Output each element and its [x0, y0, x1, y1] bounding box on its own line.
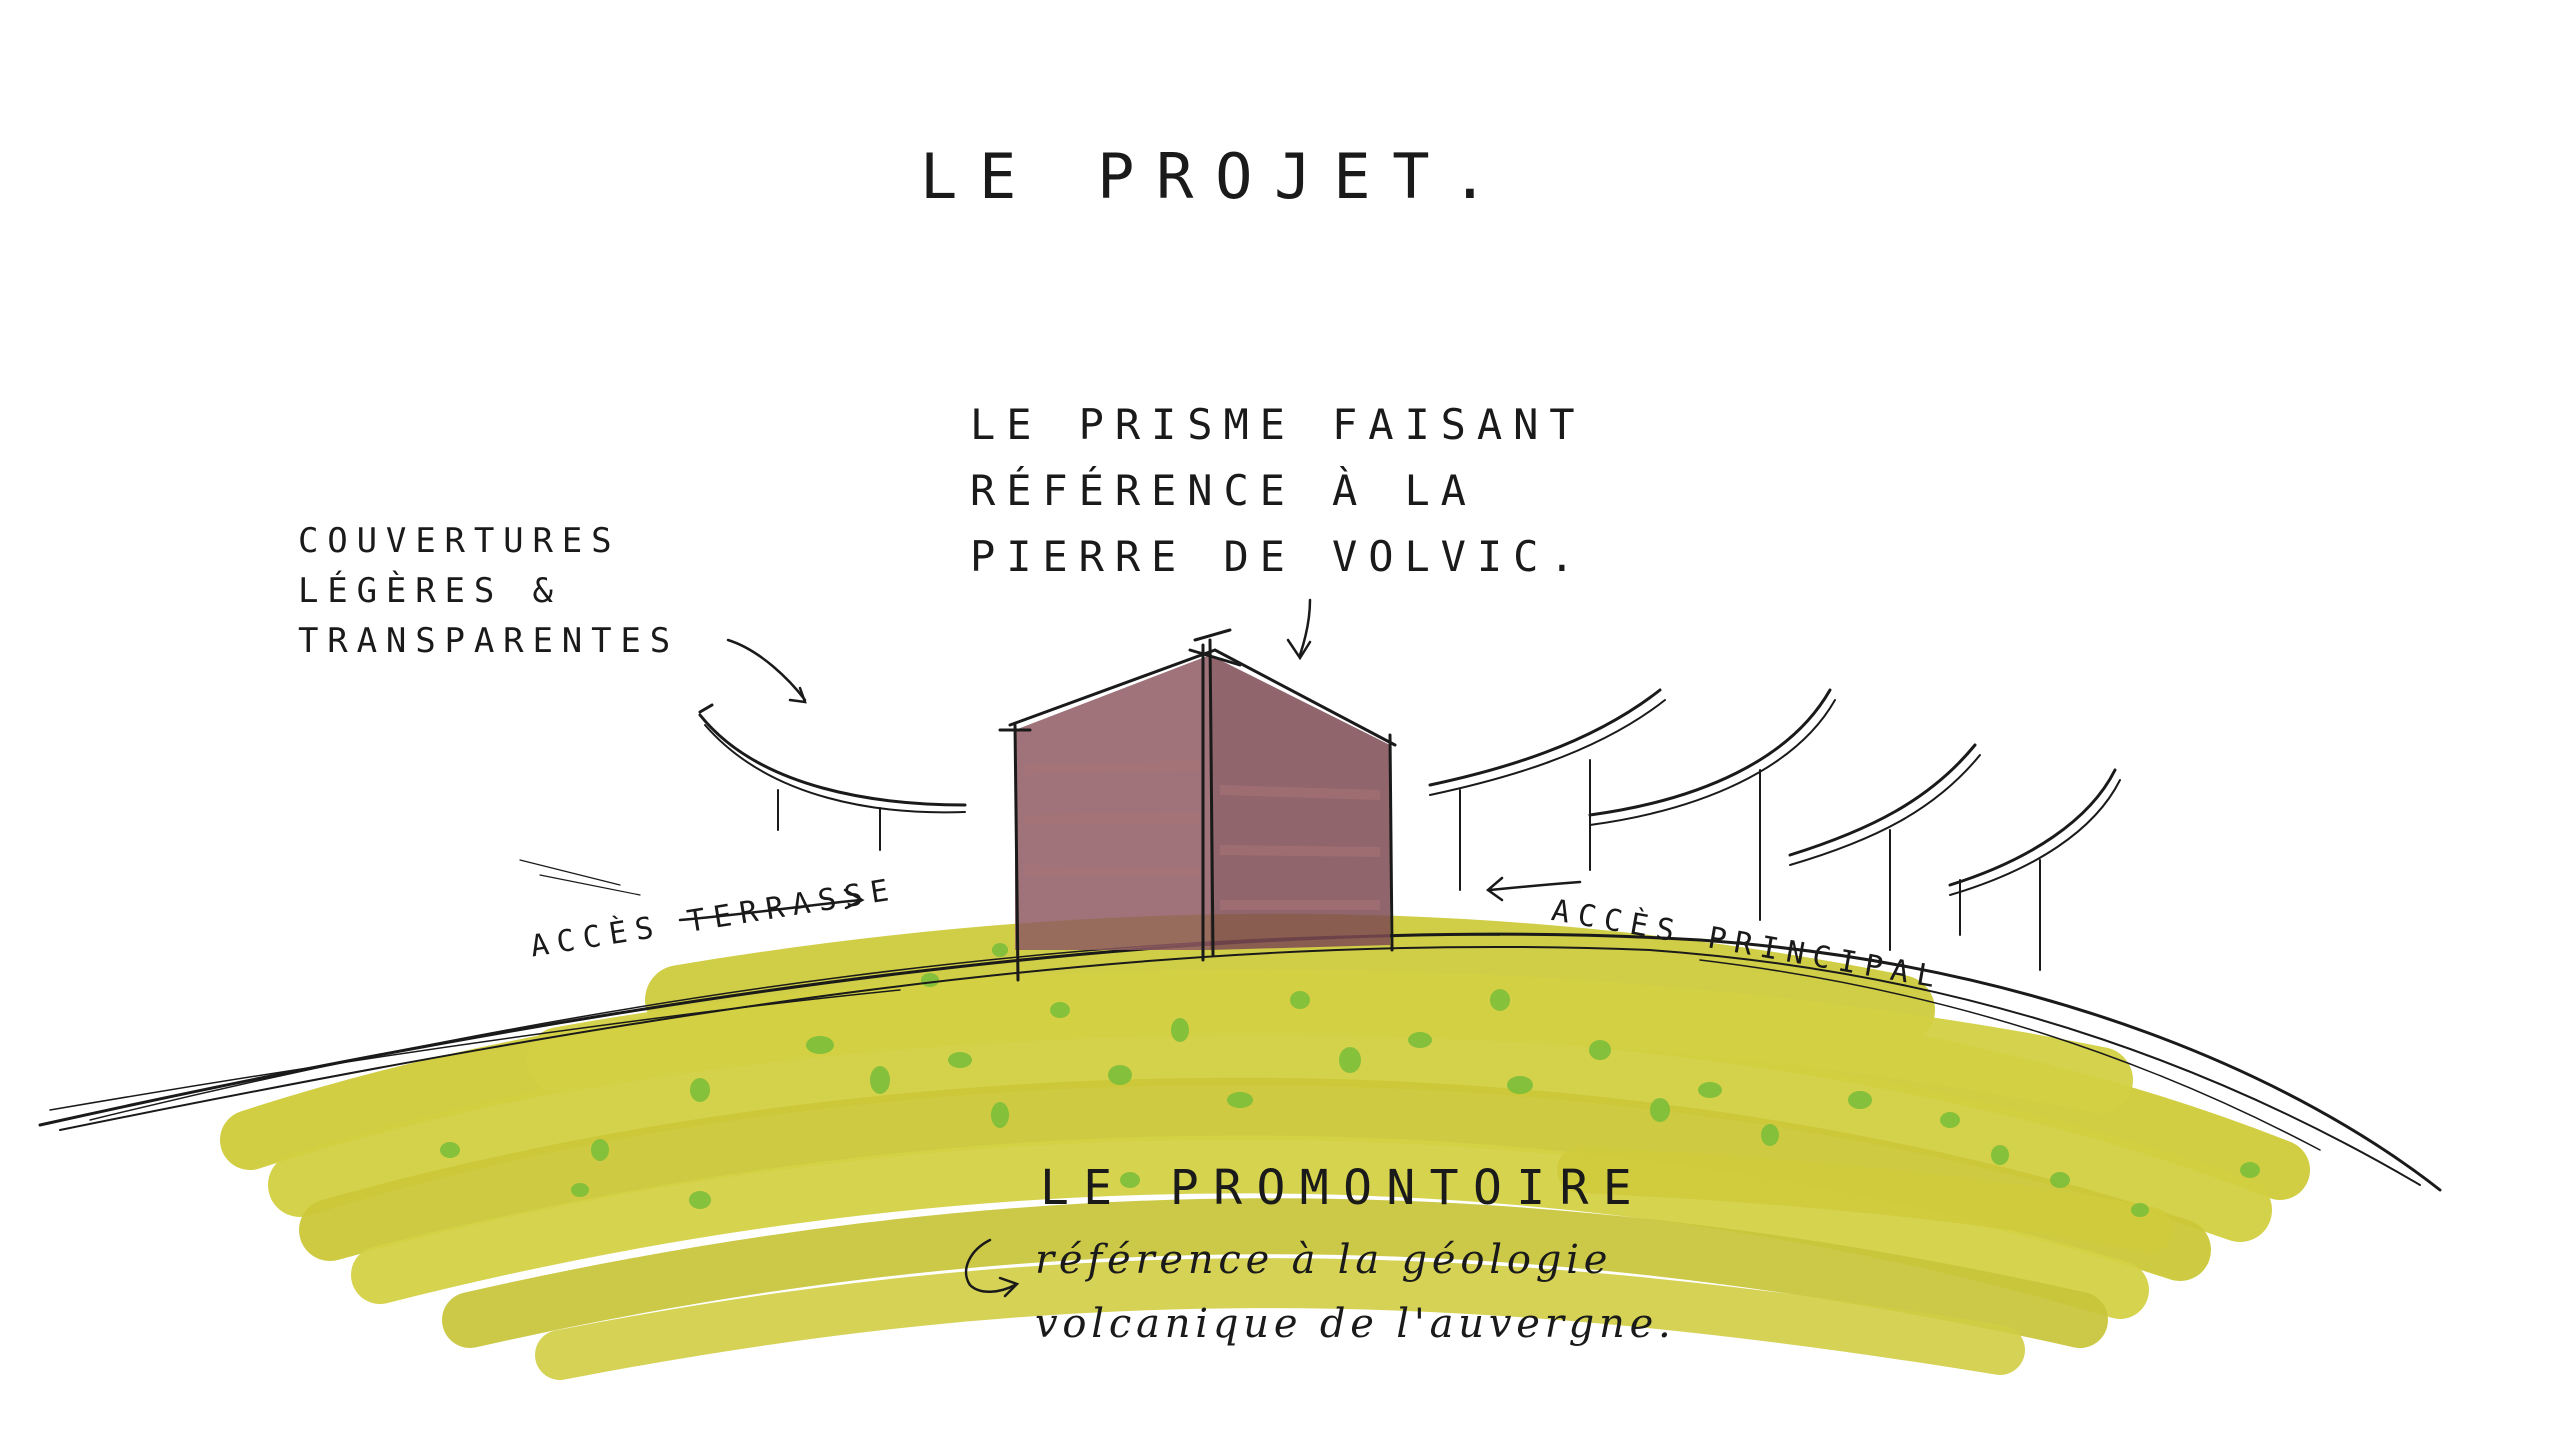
prisme-line-3: PIERRE DE VOLVIC.: [970, 532, 1586, 581]
reference-line-1: référence à la géologie: [1035, 1237, 1613, 1283]
prisme-annotation: LE PRISME FAISANT RÉFÉRENCE À LA PIERRE …: [970, 392, 1586, 590]
prism-building: [998, 628, 1397, 982]
terrain-lines: [38, 932, 2442, 1192]
geology-reference-annotation: référence à la géologie volcanique de l'…: [1035, 1228, 1676, 1356]
prisme-line-2: RÉFÉRENCE À LA: [970, 466, 1477, 515]
grass-marks: [440, 943, 2260, 1217]
couvertures-line-1: COUVERTURES: [298, 521, 621, 561]
canopies: [698, 688, 2121, 971]
couvertures-line-3: TRANSPARENTES: [298, 621, 680, 661]
prisme-line-1: LE PRISME FAISANT: [970, 400, 1586, 449]
annotation-arrows: [519, 598, 1582, 1298]
reference-line-2: volcanique de l'auvergne.: [1035, 1301, 1676, 1347]
couvertures-line-2: LÉGÈRES &: [298, 571, 562, 611]
couvertures-annotation: COUVERTURES LÉGÈRES & TRANSPARENTES: [298, 516, 679, 666]
sketch-title: LE PROJET.: [920, 140, 1511, 213]
promontoire-label: LE PROMONTOIRE: [1040, 1160, 1647, 1216]
